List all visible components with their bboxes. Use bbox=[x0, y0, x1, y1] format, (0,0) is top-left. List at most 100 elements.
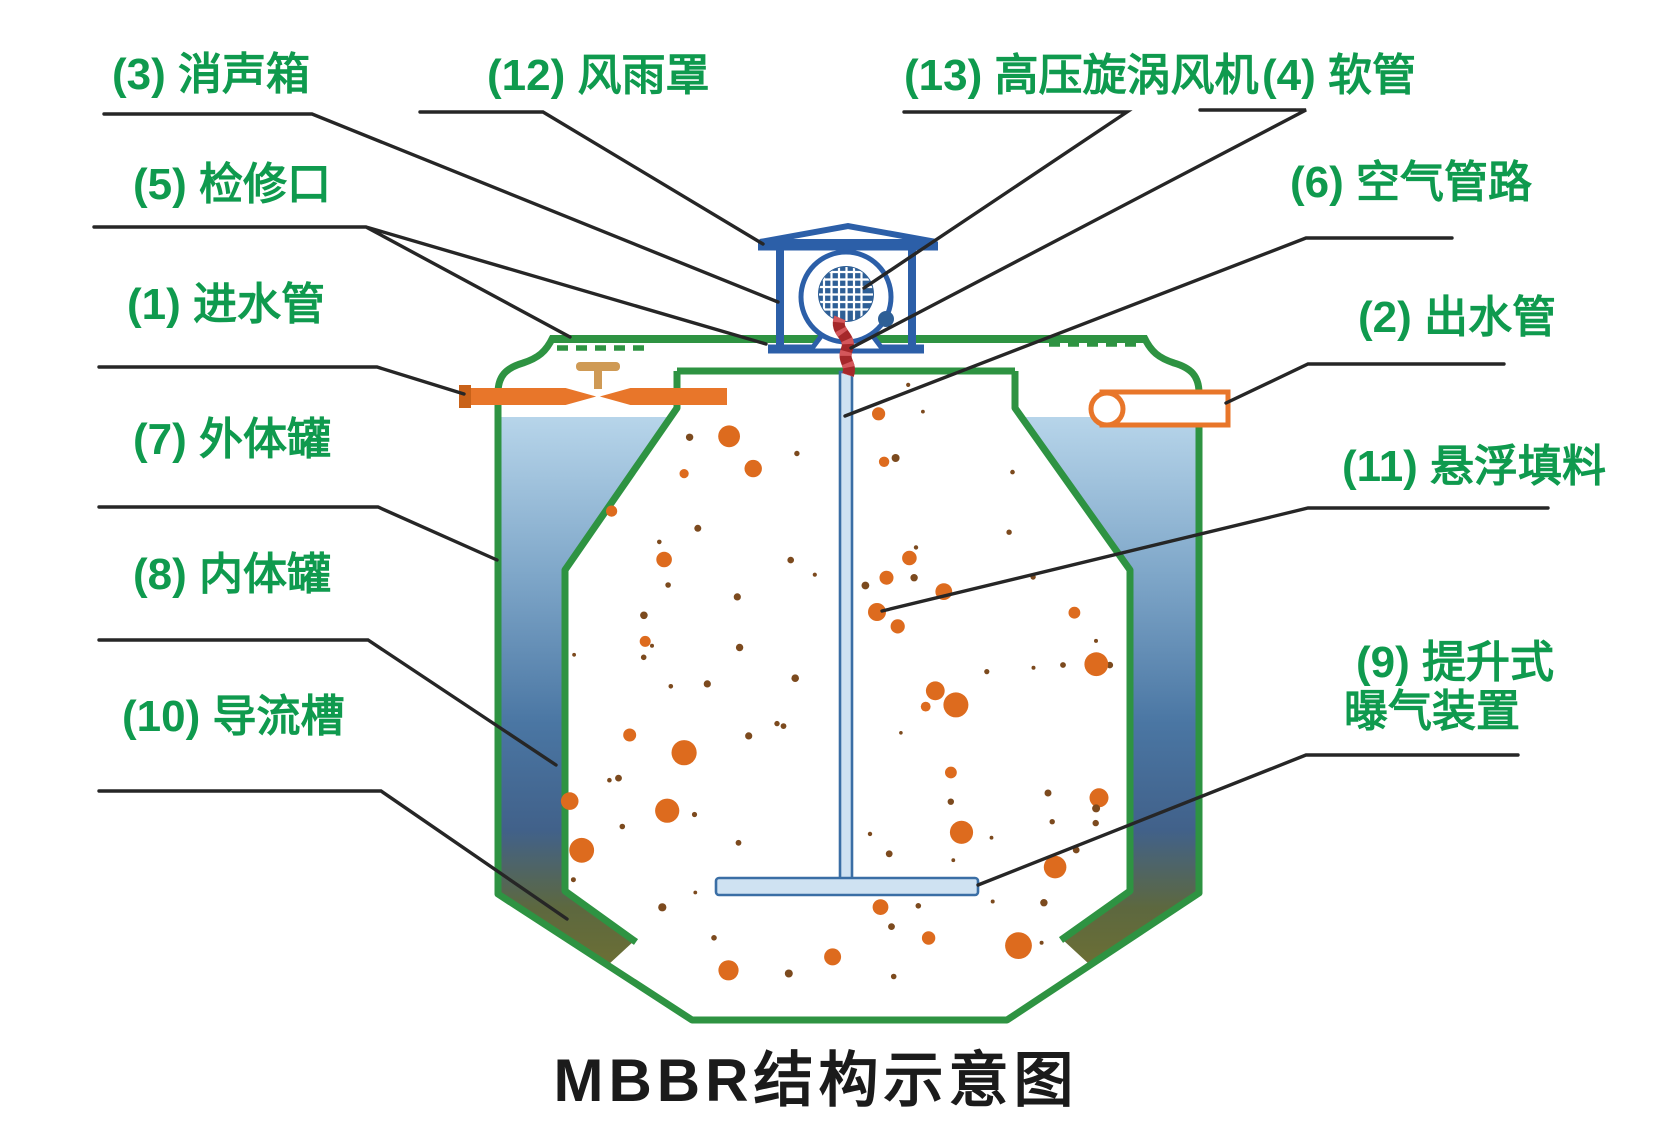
leader-air-line bbox=[843, 236, 1454, 418]
suspended-media bbox=[560, 382, 1114, 981]
fan-grid-lines bbox=[819, 267, 873, 321]
outer-tank-outline bbox=[494, 335, 1203, 1024]
valve-stem bbox=[594, 369, 602, 389]
media-dot bbox=[735, 839, 742, 846]
media-ball bbox=[872, 407, 886, 421]
media-ball bbox=[920, 701, 931, 712]
media-ball bbox=[656, 551, 672, 568]
media-dot bbox=[951, 858, 956, 863]
media-dot bbox=[650, 643, 654, 648]
media-dot bbox=[1040, 899, 1048, 907]
media-dot bbox=[694, 524, 702, 532]
leader-outer-tank bbox=[97, 505, 499, 562]
leader-lines bbox=[92, 108, 1550, 921]
media-dot bbox=[685, 433, 694, 441]
leader-hose bbox=[849, 108, 1307, 350]
media-dot bbox=[1060, 662, 1066, 668]
media-dot bbox=[989, 835, 994, 840]
water-annulus bbox=[499, 417, 1196, 965]
media-dot bbox=[711, 935, 717, 941]
leader-muffler bbox=[102, 112, 780, 304]
media-ball-target bbox=[868, 603, 886, 621]
media-ball bbox=[560, 792, 579, 810]
aerator-bar bbox=[714, 876, 980, 897]
label-outlet: (2) 出水管 bbox=[1358, 293, 1556, 342]
media-dot bbox=[640, 654, 647, 661]
inner-tank-right-wall bbox=[1011, 371, 1134, 943]
media-dot bbox=[899, 731, 903, 735]
media-dot bbox=[619, 823, 626, 830]
media-ball bbox=[679, 469, 689, 479]
media-dot bbox=[984, 669, 990, 675]
inlet-pipe-flange bbox=[459, 385, 471, 408]
media-dot bbox=[910, 574, 918, 582]
media-dot bbox=[784, 969, 793, 978]
media-dot bbox=[890, 973, 897, 980]
media-dot bbox=[658, 903, 667, 912]
label-guide: (10) 导流槽 bbox=[122, 692, 344, 741]
media-dot bbox=[572, 652, 576, 657]
media-ball bbox=[925, 681, 945, 701]
media-ball bbox=[921, 931, 936, 945]
leader-outlet bbox=[1224, 362, 1506, 405]
media-ball bbox=[718, 960, 739, 981]
media-ball bbox=[890, 619, 905, 634]
outlet-pipe-ring bbox=[1088, 390, 1126, 428]
air-pipe bbox=[838, 370, 854, 886]
media-ball bbox=[639, 635, 651, 647]
blower-outlet-dot bbox=[878, 311, 894, 327]
label-inlet: (1) 进水管 bbox=[127, 280, 325, 329]
leader-guide bbox=[97, 789, 569, 921]
leader-blower bbox=[862, 110, 1133, 290]
media-dot bbox=[1031, 665, 1036, 670]
media-dot bbox=[1092, 819, 1099, 827]
blower-housing bbox=[758, 222, 938, 377]
label-blower: (13) 高压旋涡风机 bbox=[904, 51, 1258, 100]
callout-labels: (3) 消声箱 (12) 风雨罩 (13) 高压旋涡风机 (4) 软管 (5) … bbox=[112, 50, 1606, 741]
media-ball bbox=[744, 459, 762, 478]
media-dot bbox=[615, 774, 622, 782]
media-ball bbox=[945, 766, 957, 779]
label-outer-tank: (7) 外体罐 bbox=[133, 415, 331, 464]
media-dot bbox=[570, 877, 576, 883]
media-ball bbox=[879, 570, 894, 585]
label-airlift-line1: (9) 提升式 bbox=[1356, 638, 1554, 687]
label-access: (5) 检修口 bbox=[133, 160, 331, 209]
media-ball bbox=[824, 948, 842, 966]
media-ball bbox=[569, 837, 595, 863]
media-dot bbox=[867, 831, 873, 837]
label-air-line: (6) 空气管路 bbox=[1290, 158, 1533, 207]
media-dot bbox=[1094, 638, 1098, 643]
media-ball bbox=[878, 456, 890, 467]
media-ball bbox=[943, 692, 969, 718]
media-dot bbox=[693, 890, 698, 895]
media-dot bbox=[861, 581, 870, 590]
label-hose: (4) 软管 bbox=[1262, 51, 1416, 100]
media-dot bbox=[745, 732, 753, 740]
media-ball bbox=[655, 798, 680, 823]
media-ball bbox=[1043, 855, 1067, 879]
media-dot bbox=[812, 572, 817, 577]
media-dot bbox=[906, 382, 911, 387]
media-dot bbox=[947, 798, 954, 805]
media-ball bbox=[1084, 652, 1109, 677]
label-rain-cover: (12) 风雨罩 bbox=[487, 51, 709, 100]
media-ball bbox=[872, 899, 889, 915]
media-dot bbox=[915, 903, 922, 909]
water-left-channel bbox=[499, 417, 671, 965]
media-dot bbox=[703, 680, 711, 688]
media-dot bbox=[1010, 469, 1015, 475]
leader-inner-tank bbox=[97, 638, 558, 767]
label-inner-tank: (8) 内体罐 bbox=[133, 550, 331, 599]
valve-handle bbox=[576, 362, 620, 371]
valve-notch-top bbox=[562, 387, 634, 397]
inlet-pipe bbox=[463, 388, 727, 405]
flexible-hose-corrugation bbox=[832, 315, 855, 377]
media-ball bbox=[1005, 932, 1032, 959]
media-dot bbox=[735, 643, 744, 652]
leader-access bbox=[92, 225, 768, 346]
media-dot bbox=[888, 923, 895, 930]
media-dot bbox=[780, 723, 787, 729]
leader-rain-cover bbox=[418, 110, 765, 246]
